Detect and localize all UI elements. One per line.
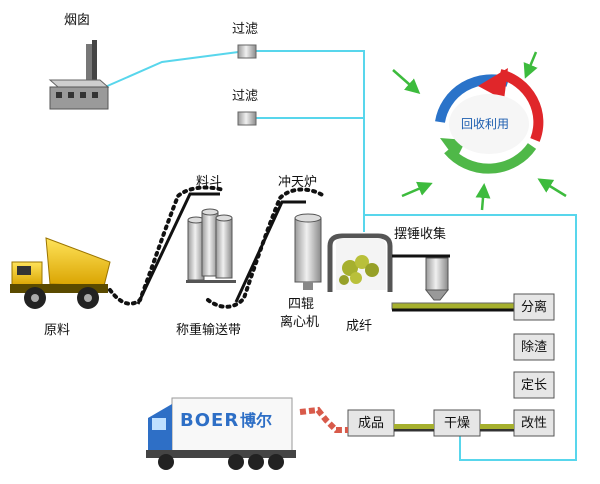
cupola-label: 冲天炉 — [278, 175, 318, 190]
cupola-spinner-icon — [294, 213, 322, 290]
truck-brand-latin: BOER — [180, 410, 240, 431]
spinner-label-line1: 四辊 — [288, 297, 315, 312]
process-boxes — [347, 293, 555, 437]
product-line — [299, 406, 514, 433]
chimney-label: 烟囱 — [64, 13, 91, 28]
recycle-cycle-icon — [435, 68, 544, 174]
pendulum-collector-icon — [391, 254, 515, 312]
truck-brand-cn: 博尔 — [240, 411, 273, 430]
dry-label: 干燥 — [443, 416, 470, 431]
fiber-forming-label: 成纤 — [346, 319, 373, 334]
hopper-label: 料斗 — [196, 175, 223, 190]
finished-label: 成品 — [357, 416, 384, 431]
delivery-truck-icon — [146, 397, 296, 470]
filter-mid-icon — [237, 111, 257, 126]
slag-removal-label: 除渣 — [520, 340, 547, 355]
fiber-forming-chamber-icon — [327, 233, 393, 292]
dump-truck-icon — [10, 237, 111, 309]
modify-label: 改性 — [520, 416, 547, 431]
filter-mid-label: 过滤 — [232, 89, 259, 104]
weigh-belt-label: 称重输送带 — [176, 323, 242, 338]
filter-top-icon — [237, 44, 257, 59]
fixed-length-label: 定长 — [520, 378, 547, 393]
filter-top-label: 过滤 — [232, 22, 259, 37]
separate-label: 分离 — [520, 300, 547, 315]
recycle-label: 回收利用 — [461, 117, 510, 131]
pendulum-collect-label: 摆锤收集 — [394, 227, 447, 242]
chimney-factory-icon — [48, 40, 110, 110]
green-arrows — [392, 51, 567, 211]
conveyor-belts — [108, 185, 326, 309]
spinner-label-line2: 离心机 — [280, 315, 320, 330]
hopper-silos-icon — [186, 208, 236, 283]
raw-material-label: 原料 — [44, 323, 71, 338]
